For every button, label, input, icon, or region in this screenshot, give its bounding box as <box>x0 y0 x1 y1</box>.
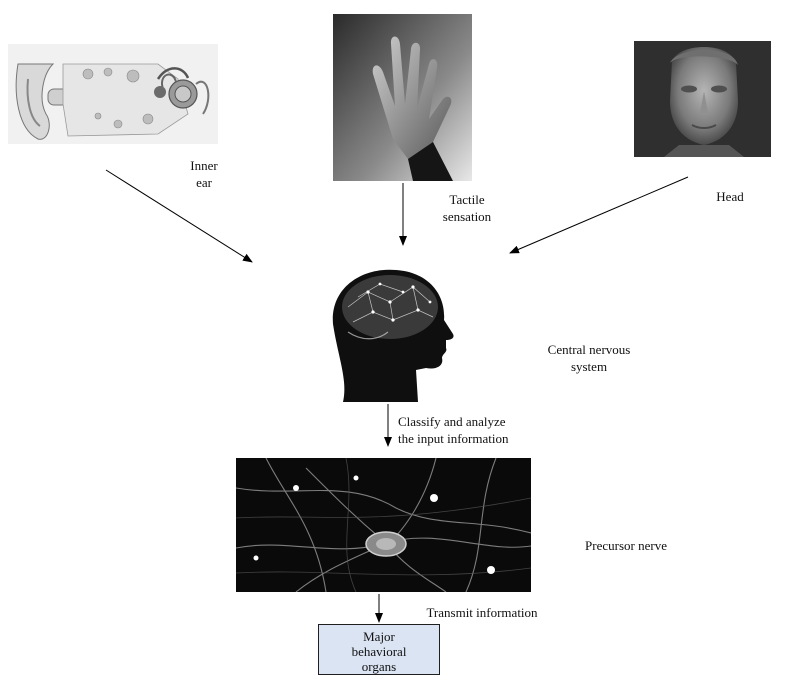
brain-head-image <box>318 262 460 402</box>
inner-ear-image <box>8 44 218 144</box>
arrow-head-to-brain <box>510 177 688 253</box>
transmit-information-label: Transmit information <box>402 604 562 621</box>
central-nervous-system-label: Central nervous system <box>524 341 654 375</box>
inner-ear-label: Inner ear <box>174 157 234 191</box>
classify-label: Classify and analyze the input informati… <box>398 413 578 447</box>
head-label: Head <box>700 188 760 205</box>
major-behavioral-organs-box: Major behavioral organs <box>318 624 440 675</box>
tactile-hand-image <box>333 14 472 181</box>
tactile-sensation-label: Tactile sensation <box>427 191 507 225</box>
neuron-network-image <box>236 458 531 592</box>
head-bust-image <box>634 41 771 157</box>
precursor-nerve-label: Precursor nerve <box>556 537 696 554</box>
